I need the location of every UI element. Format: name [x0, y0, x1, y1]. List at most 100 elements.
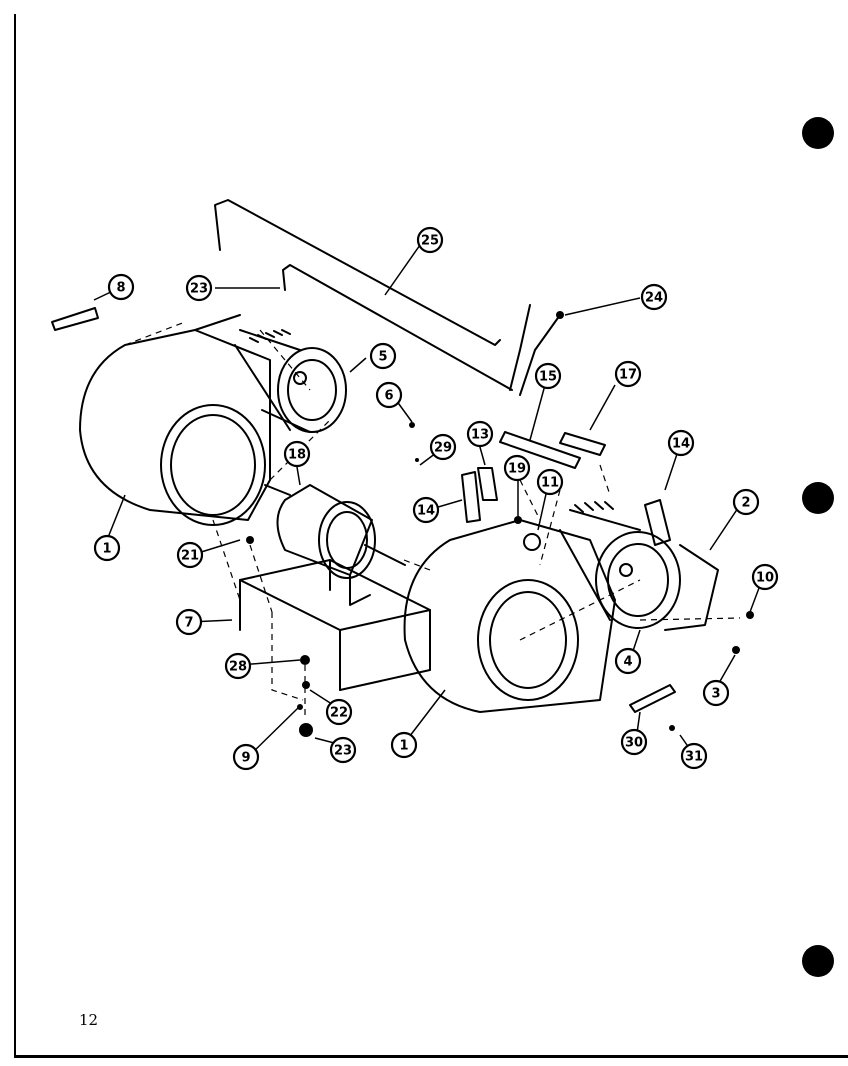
- callout-circle: [680, 742, 708, 770]
- callout-c30: 30: [620, 728, 648, 756]
- callout-c23a: 23: [185, 274, 213, 302]
- callout-label: 10: [756, 571, 774, 586]
- callout-c18: 18: [283, 440, 311, 468]
- strip-30: [629, 684, 676, 713]
- callout-c8: 8: [107, 273, 135, 301]
- callout-circle: [375, 381, 403, 409]
- right-blower-wheel: [559, 501, 681, 629]
- callout-c5: 5: [369, 342, 397, 370]
- callout-label: 23: [334, 744, 352, 759]
- callout-circle: [93, 534, 121, 562]
- fitting-24: [556, 311, 564, 319]
- callout-label: 28: [229, 660, 247, 675]
- callout-circle: [412, 496, 440, 524]
- callout-c1b: 1: [390, 731, 418, 759]
- washer-22: [302, 681, 310, 689]
- callout-c25: 25: [416, 226, 444, 254]
- grommet-23: [299, 723, 313, 737]
- right-blower-housing: [403, 519, 616, 713]
- callout-label: 30: [625, 736, 643, 751]
- callout-c17: 17: [614, 360, 642, 388]
- callout-c21: 21: [176, 541, 204, 569]
- nut-10: [746, 611, 754, 619]
- callout-label: 11: [541, 476, 559, 491]
- callout-c9: 9: [232, 743, 260, 771]
- screw-31: [669, 725, 675, 731]
- callout-c7: 7: [175, 608, 203, 636]
- callout-circle: [325, 698, 353, 726]
- callout-circle: [232, 743, 260, 771]
- callout-label: 6: [384, 389, 393, 404]
- callout-label: 31: [685, 750, 703, 765]
- callout-circle: [369, 342, 397, 370]
- callout-circle: [175, 608, 203, 636]
- callout-label: 7: [184, 616, 193, 631]
- left-blower-housing: [79, 314, 271, 526]
- bracket-8: [51, 307, 99, 331]
- bracket-strip: [644, 499, 671, 546]
- callout-circle: [390, 731, 418, 759]
- callout-label: 15: [539, 370, 557, 385]
- callout-label: 19: [508, 462, 526, 477]
- callout-circle: [614, 360, 642, 388]
- callout-label: 18: [288, 448, 306, 463]
- callout-circle: [534, 362, 562, 390]
- callout-c3: 3: [702, 679, 730, 707]
- bracket-17: [559, 432, 606, 456]
- callout-circle: [536, 468, 564, 496]
- callout-label: 25: [421, 234, 439, 249]
- callout-circle: [732, 488, 760, 516]
- callout-c31: 31: [680, 742, 708, 770]
- callout-circle: [176, 541, 204, 569]
- part-19: [514, 516, 522, 524]
- callout-c13: 13: [466, 420, 494, 448]
- screw-6: [409, 422, 415, 428]
- callout-circle: [667, 429, 695, 457]
- callout-c6: 6: [375, 381, 403, 409]
- callout-circle: [702, 679, 730, 707]
- callout-label: 14: [417, 504, 435, 519]
- callout-c1a: 1: [93, 534, 121, 562]
- cutoff-plate: [664, 544, 719, 631]
- callout-c29: 29: [429, 433, 457, 461]
- callout-label: 4: [623, 655, 632, 670]
- callout-label: 17: [619, 368, 637, 383]
- callout-label: 3: [711, 687, 720, 702]
- tubing: [214, 199, 561, 396]
- callout-circle: [107, 273, 135, 301]
- callout-c4: 4: [614, 647, 642, 675]
- callout-label: 13: [471, 428, 489, 443]
- washer-28: [300, 655, 310, 665]
- screw-21: [246, 536, 254, 544]
- callout-label: 29: [434, 441, 452, 456]
- bracket-15: [499, 431, 581, 469]
- callout-label: 21: [181, 549, 199, 564]
- callout-label: 22: [330, 706, 348, 721]
- binder-hole-bottom: [802, 945, 834, 977]
- blower-motor: [264, 484, 406, 579]
- callout-circle: [416, 226, 444, 254]
- callout-label: 23: [190, 282, 208, 297]
- callout-label: 2: [741, 496, 750, 511]
- screw-3: [732, 646, 740, 654]
- callout-circle: [640, 283, 668, 311]
- callout-circle: [620, 728, 648, 756]
- callout-label: 9: [241, 751, 250, 766]
- clip-13: [477, 467, 498, 501]
- callout-c11: 11: [536, 468, 564, 496]
- callout-label: 14: [672, 437, 690, 452]
- left-blower-wheel: [234, 329, 347, 433]
- callout-c14b: 14: [667, 429, 695, 457]
- binder-hole-top: [802, 117, 834, 149]
- callout-c22: 22: [325, 698, 353, 726]
- callout-c14a: 14: [412, 496, 440, 524]
- callout-circle: [503, 454, 531, 482]
- callout-c2: 2: [732, 488, 760, 516]
- binder-hole-middle: [802, 482, 834, 514]
- ring-11: [523, 533, 541, 551]
- callout-c15: 15: [534, 362, 562, 390]
- callout-circle: [429, 433, 457, 461]
